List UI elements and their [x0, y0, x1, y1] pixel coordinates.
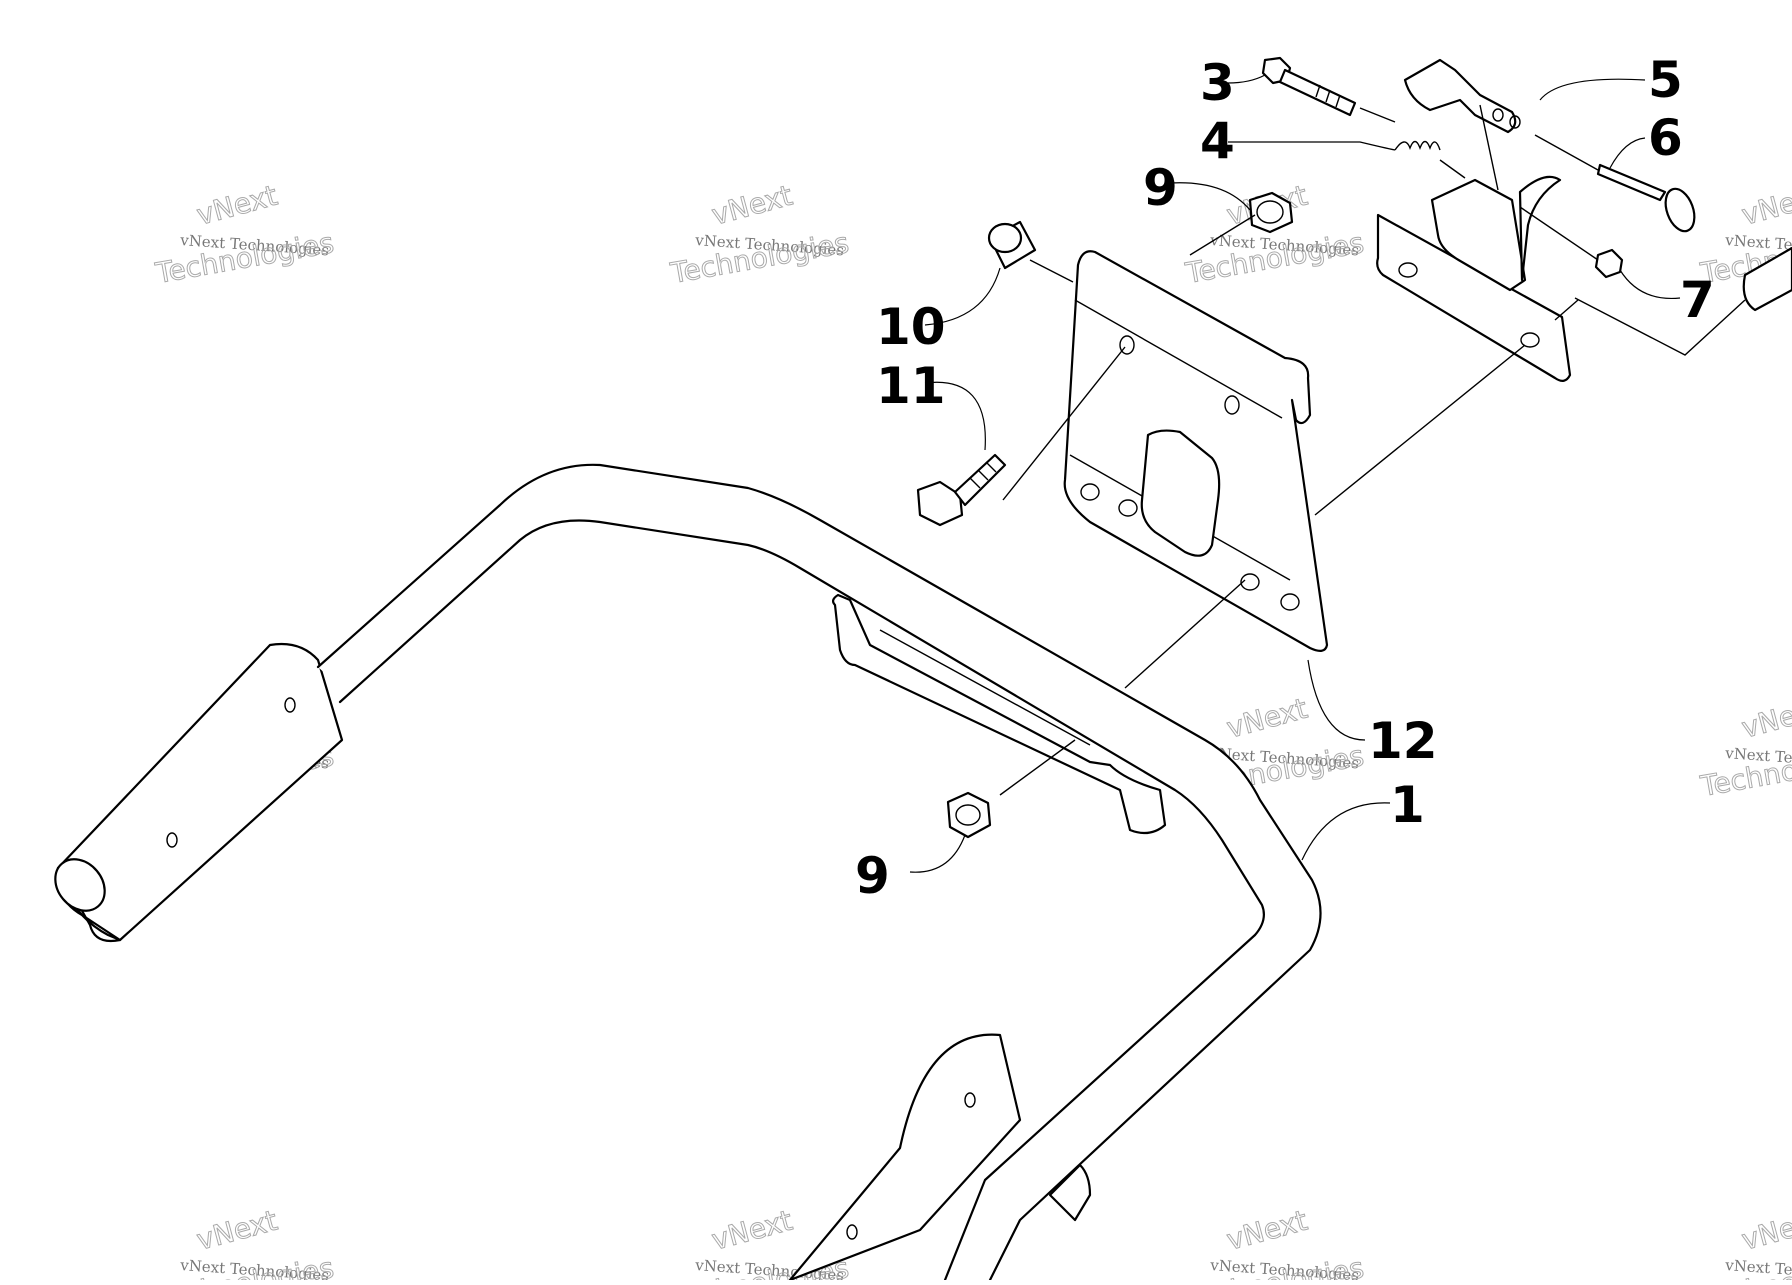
part-edge-bolt	[1742, 246, 1792, 312]
callout-10: 10	[876, 298, 946, 356]
watermark-vnext: vNext	[708, 1204, 796, 1257]
callout-7: 7	[1680, 271, 1715, 329]
callout-4: 4	[1200, 112, 1235, 170]
part-6-pin	[1596, 163, 1696, 233]
watermark-vnext: vNext	[193, 1204, 281, 1257]
callout-6: 6	[1648, 109, 1683, 167]
watermark-vnext: vNext	[1738, 1204, 1792, 1257]
part-9-nut-lower	[946, 791, 992, 839]
callout-1: 1	[1390, 776, 1425, 834]
callout-9-upper: 9	[1143, 159, 1178, 217]
callout-12: 12	[1368, 712, 1438, 770]
watermark-vnext: vNext	[1738, 179, 1792, 232]
callout-5: 5	[1648, 51, 1683, 109]
watermark-vnext: vNext	[1738, 692, 1792, 745]
part-4-spring	[1394, 140, 1441, 151]
callout-11: 11	[876, 357, 946, 415]
watermark-vnext: vNext	[1223, 1204, 1311, 1257]
part-10-spacer	[987, 220, 1037, 270]
part-11-bolt	[916, 453, 1007, 527]
explode-lines	[999, 104, 1746, 796]
callout-labels: 3 4 5 6 9 10 11 7 12 1 9	[855, 51, 1715, 905]
part-7-nut	[1594, 248, 1624, 279]
watermark-vnext: vNext	[708, 179, 796, 232]
part-3-bolt	[1261, 56, 1357, 117]
callout-9-lower: 9	[855, 847, 890, 905]
part-mounting-plate	[1063, 250, 1329, 652]
watermark-vnext: vNext	[193, 179, 281, 232]
leader-lines	[909, 74, 1681, 873]
part-9-nut-upper	[1248, 191, 1294, 234]
part-bumper-tube	[54, 463, 1322, 1282]
callout-3: 3	[1200, 54, 1235, 112]
part-5-latch-clip	[1403, 58, 1521, 134]
watermark-vnext: vNext	[1223, 692, 1311, 745]
part-hitch-plate	[1376, 175, 1572, 382]
